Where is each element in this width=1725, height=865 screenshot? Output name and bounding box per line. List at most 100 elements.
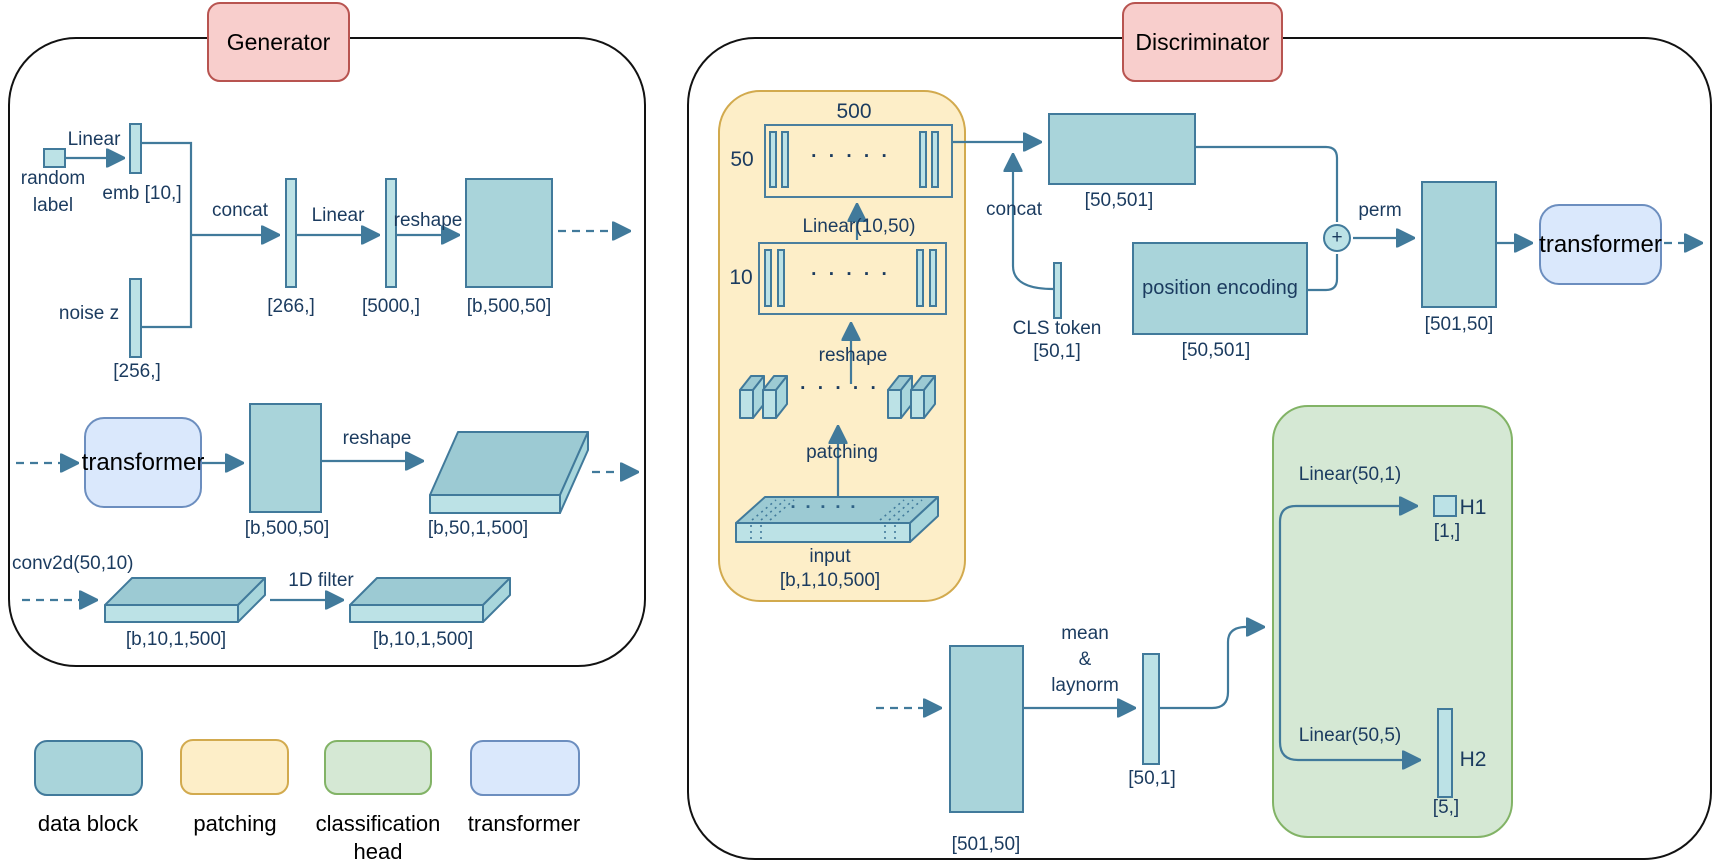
merge-bracket-line — [142, 141, 193, 329]
token-dots-top: · · · · · — [811, 146, 891, 167]
h1-dim-label: [1,] — [1433, 521, 1461, 542]
generator-title: Generator — [207, 2, 350, 82]
mean-vector-dim-label: [50,1] — [1128, 768, 1176, 789]
token-bar — [777, 249, 785, 307]
bottom-in-dim-label: [501,50] — [951, 834, 1021, 855]
cls-token-label: CLS token — [1012, 318, 1102, 339]
patch-bar1-front — [739, 389, 754, 419]
disc-transformer-block: transformer — [1539, 204, 1662, 285]
mean-label: mean — [1061, 623, 1109, 644]
input-label: input — [809, 546, 851, 567]
perm-dim-label: [501,50] — [1424, 314, 1494, 335]
token-bar — [931, 131, 939, 188]
cls-dim-label: [50,1] — [1033, 341, 1081, 362]
random-label-text-1: random — [20, 168, 86, 189]
token-grid-10 — [758, 242, 947, 315]
patch-bar3-front — [887, 389, 902, 419]
input-slab-patch-marks — [750, 499, 923, 540]
patch-bar4-front — [910, 389, 925, 419]
gen-output-block — [465, 178, 553, 288]
patch-width-label: 500 — [836, 100, 872, 123]
head-linear1-arrow — [1278, 506, 1415, 742]
discriminator-title-label: Discriminator — [1135, 28, 1270, 55]
perm-block — [1421, 181, 1497, 308]
tokens-to-plus-line — [1196, 145, 1339, 222]
legend-swatch-patching — [180, 739, 289, 795]
linear1050-label: Linear(10,50) — [802, 216, 916, 237]
reshape2-label: reshape — [342, 428, 412, 449]
slab-row2-front — [429, 494, 561, 514]
linear-bar-5000 — [385, 178, 397, 288]
dim5000-label: [5000,] — [361, 296, 421, 317]
legend-label-classification-head: classification head — [315, 811, 441, 864]
amp-label: & — [1078, 649, 1092, 670]
row2-in-dim-label: [b,500,50] — [244, 518, 330, 539]
to-head-arrow — [1160, 627, 1262, 710]
position-encoding-label: position encoding — [1142, 277, 1298, 299]
laynorm-label: laynorm — [1051, 675, 1119, 696]
concat-label: concat — [212, 200, 268, 221]
classification-head-box — [1272, 405, 1513, 838]
row3-right-dim-label: [b,10,1,500] — [372, 629, 474, 650]
slab-row3b-front — [349, 604, 484, 623]
add-node: + — [1323, 224, 1351, 252]
filter-label: 1D filter — [288, 570, 354, 591]
input-slab-dots: ▪ ▪ ▪ ▪ ▪ — [791, 501, 859, 513]
disc-transformer-label: transformer — [1539, 230, 1662, 258]
patch-dots: · · · · · — [800, 378, 880, 399]
legend-label-transformer: transformer — [467, 811, 581, 836]
random-label-block — [43, 148, 66, 168]
conv2d-label: conv2d(50,10) — [12, 553, 134, 574]
patch-rows-label: 10 — [729, 266, 753, 289]
input-slab-front — [735, 522, 911, 543]
legend-swatch-data-block — [34, 740, 143, 796]
token-bar — [764, 249, 772, 307]
posenc-to-plus-line — [1308, 254, 1339, 292]
h2-label: H2 — [1459, 748, 1487, 771]
linear2-label: Linear — [311, 205, 365, 226]
legend-label-data-block: data block — [37, 811, 139, 836]
gen-transformer-block: transformer — [81, 417, 205, 508]
head-linear1-label: Linear(50,1) — [1298, 464, 1402, 485]
patching-label: patching — [806, 442, 878, 463]
emb-bar — [129, 123, 142, 174]
h2-dim-label: [5,] — [1432, 797, 1460, 818]
head-linear2-label: Linear(50,5) — [1298, 725, 1402, 746]
noise-bar — [129, 278, 142, 358]
input-dim-label: [b,1,10,500] — [779, 570, 881, 591]
concat-bar-266 — [285, 178, 297, 288]
patch-reshape-label: reshape — [818, 345, 888, 366]
token-bar — [781, 131, 789, 188]
patch-bar2-front — [762, 389, 777, 419]
cls-concat-arrow — [1013, 156, 1054, 291]
noise-label: noise z — [58, 303, 120, 324]
row3-left-dim-label: [b,10,1,500] — [125, 629, 227, 650]
gen-transformer-label: transformer — [81, 448, 205, 476]
patch-height-label: 50 — [730, 148, 754, 171]
h1-label: H1 — [1459, 496, 1487, 519]
legend-swatch-transformer — [470, 740, 580, 796]
plus-sign: + — [1331, 227, 1343, 248]
gen-out-dim-label: [b,500,50] — [466, 296, 552, 317]
mean-vector-bar — [1142, 653, 1160, 765]
random-label-text-2: label — [32, 195, 74, 216]
row2-data-block — [249, 403, 322, 513]
token-bar — [919, 131, 927, 188]
discriminator-title: Discriminator — [1122, 2, 1283, 82]
dim266-label: [266,] — [267, 296, 315, 317]
tokens-dim-label: [50,501] — [1084, 190, 1154, 211]
token-bar — [929, 249, 937, 307]
h2-bar — [1437, 708, 1453, 798]
legend-label-patching: patching — [193, 811, 277, 836]
linear1-label: Linear — [67, 129, 121, 150]
emb-label: emb [10,] — [102, 183, 182, 204]
h1-block — [1433, 495, 1457, 517]
token-grid-50 — [764, 124, 953, 198]
generator-title-label: Generator — [226, 28, 331, 55]
tokens-block — [1048, 113, 1196, 185]
reshape1-label: reshape — [393, 210, 463, 231]
token-bar — [769, 131, 777, 188]
bottom-in-block — [949, 645, 1024, 813]
disc-concat-label: concat — [986, 199, 1042, 220]
